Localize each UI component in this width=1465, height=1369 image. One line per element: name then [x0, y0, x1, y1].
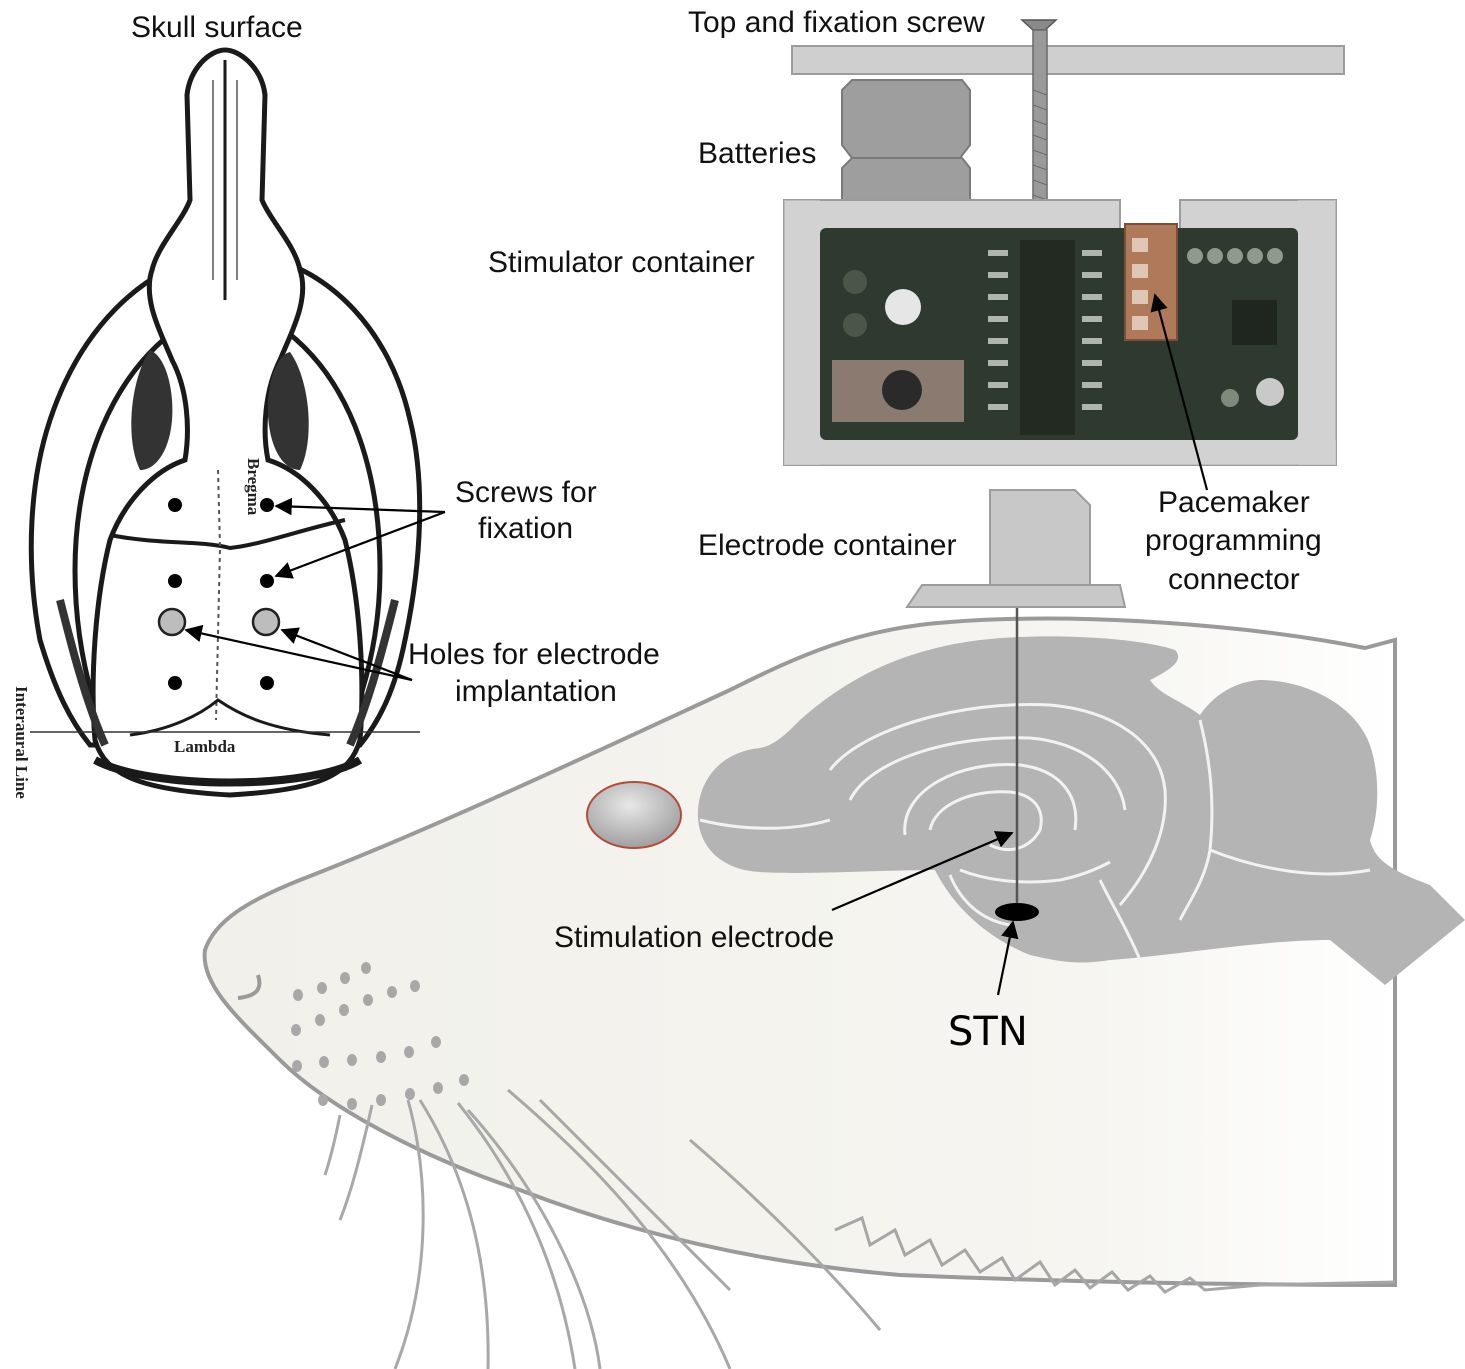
electrode-hole-left	[159, 609, 185, 635]
label-lambda: Lambda	[174, 737, 236, 756]
label-top-screw: Top and fixation screw	[688, 6, 985, 39]
electrode-hole-right	[253, 609, 279, 635]
screw-dot	[260, 574, 274, 588]
electrode-container	[990, 490, 1090, 585]
skull-dorsal-view	[30, 50, 420, 795]
top-plate	[792, 46, 1344, 74]
label-screws-line1: Screws for	[455, 476, 597, 509]
electrode-base-plate	[907, 585, 1125, 607]
rat-eye	[587, 782, 681, 848]
label-batteries: Batteries	[698, 137, 816, 170]
battery-top	[842, 80, 970, 158]
label-stimulation-electrode: Stimulation electrode	[554, 921, 834, 954]
label-holes-line1: Holes for electrode	[408, 638, 660, 671]
label-skull-surface: Skull surface	[131, 11, 303, 44]
label-stimulator-container: Stimulator container	[488, 246, 755, 279]
label-pacemaker-line3: connector	[1168, 563, 1300, 596]
label-pacemaker-line2: programming	[1145, 524, 1322, 557]
screw-dot	[260, 676, 274, 690]
screw-dot	[168, 676, 182, 690]
label-pacemaker-line1: Pacemaker	[1158, 486, 1310, 519]
label-stn: STN	[948, 1009, 1028, 1055]
screw-dot	[168, 498, 182, 512]
label-electrode-container: Electrode container	[698, 529, 957, 562]
stn-target	[995, 903, 1039, 921]
label-bregma: Bregma	[244, 458, 263, 516]
label-interaural-line: Interaural Line	[12, 686, 31, 799]
screw-dot	[168, 574, 182, 588]
label-screws-line2: fixation	[478, 512, 573, 545]
label-holes-line2: implantation	[455, 675, 617, 708]
